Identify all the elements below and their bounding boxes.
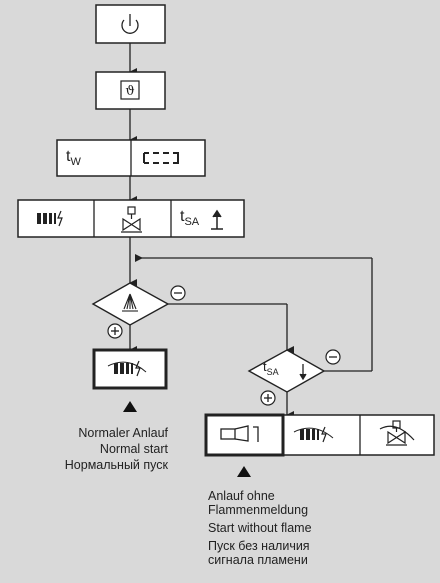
thermostat-icon: ϑ: [120, 80, 140, 100]
note-line-ru-2: сигнала пламени: [208, 553, 308, 567]
no-flame-start-note: Anlauf ohne Flammenmeldung Start without…: [208, 489, 312, 567]
yes-branch-marker: [107, 323, 123, 339]
note-line-en: Start without flame: [208, 521, 312, 535]
no-branch-marker: [325, 349, 341, 365]
connector-lines: [129, 43, 373, 419]
tsa-timer-icon: [211, 209, 223, 230]
note-line-ru-1: Пуск без наличия: [208, 539, 310, 553]
fan-motor-icon: [143, 152, 179, 164]
safety-time-label: tSA: [180, 208, 200, 228]
pointer-triangle: [237, 466, 251, 477]
pointer-triangle: [123, 401, 137, 412]
note-line-ru: Нормальный пуск: [64, 458, 168, 472]
lockout-icon: [220, 425, 259, 442]
note-line-de-2: Flammenmeldung: [208, 503, 309, 517]
no-branch-marker: [170, 285, 186, 301]
prepurge-time-label: tW: [66, 148, 81, 168]
normal-start-note: Normaler Anlauf Normal start Нормальный …: [65, 425, 168, 473]
thermostat-box: [95, 71, 166, 110]
safety-time-diamond: [247, 349, 326, 393]
power-icon: [121, 14, 139, 34]
diamond-safety-time-label: tSA: [263, 359, 279, 377]
yes-branch-marker: [260, 390, 276, 406]
ignition-off-icon: [293, 426, 334, 443]
note-line-de-1: Anlauf ohne: [208, 489, 275, 503]
note-line-de: Normaler Anlauf: [78, 426, 168, 440]
normal-operation-box: [92, 348, 168, 390]
lockout-cell: [204, 413, 285, 457]
svg-text:ϑ: ϑ: [125, 84, 134, 99]
tsa-down-icon: [299, 364, 307, 381]
ignition-transformer-icon: [37, 210, 63, 227]
flame-detector-icon: [122, 293, 138, 312]
note-line-en: Normal start: [99, 442, 168, 456]
ignition-off-icon: [107, 360, 147, 377]
fuel-valve-off-icon: [379, 420, 415, 446]
lockout-box: [205, 414, 435, 456]
fuel-valve-icon: [121, 206, 142, 233]
